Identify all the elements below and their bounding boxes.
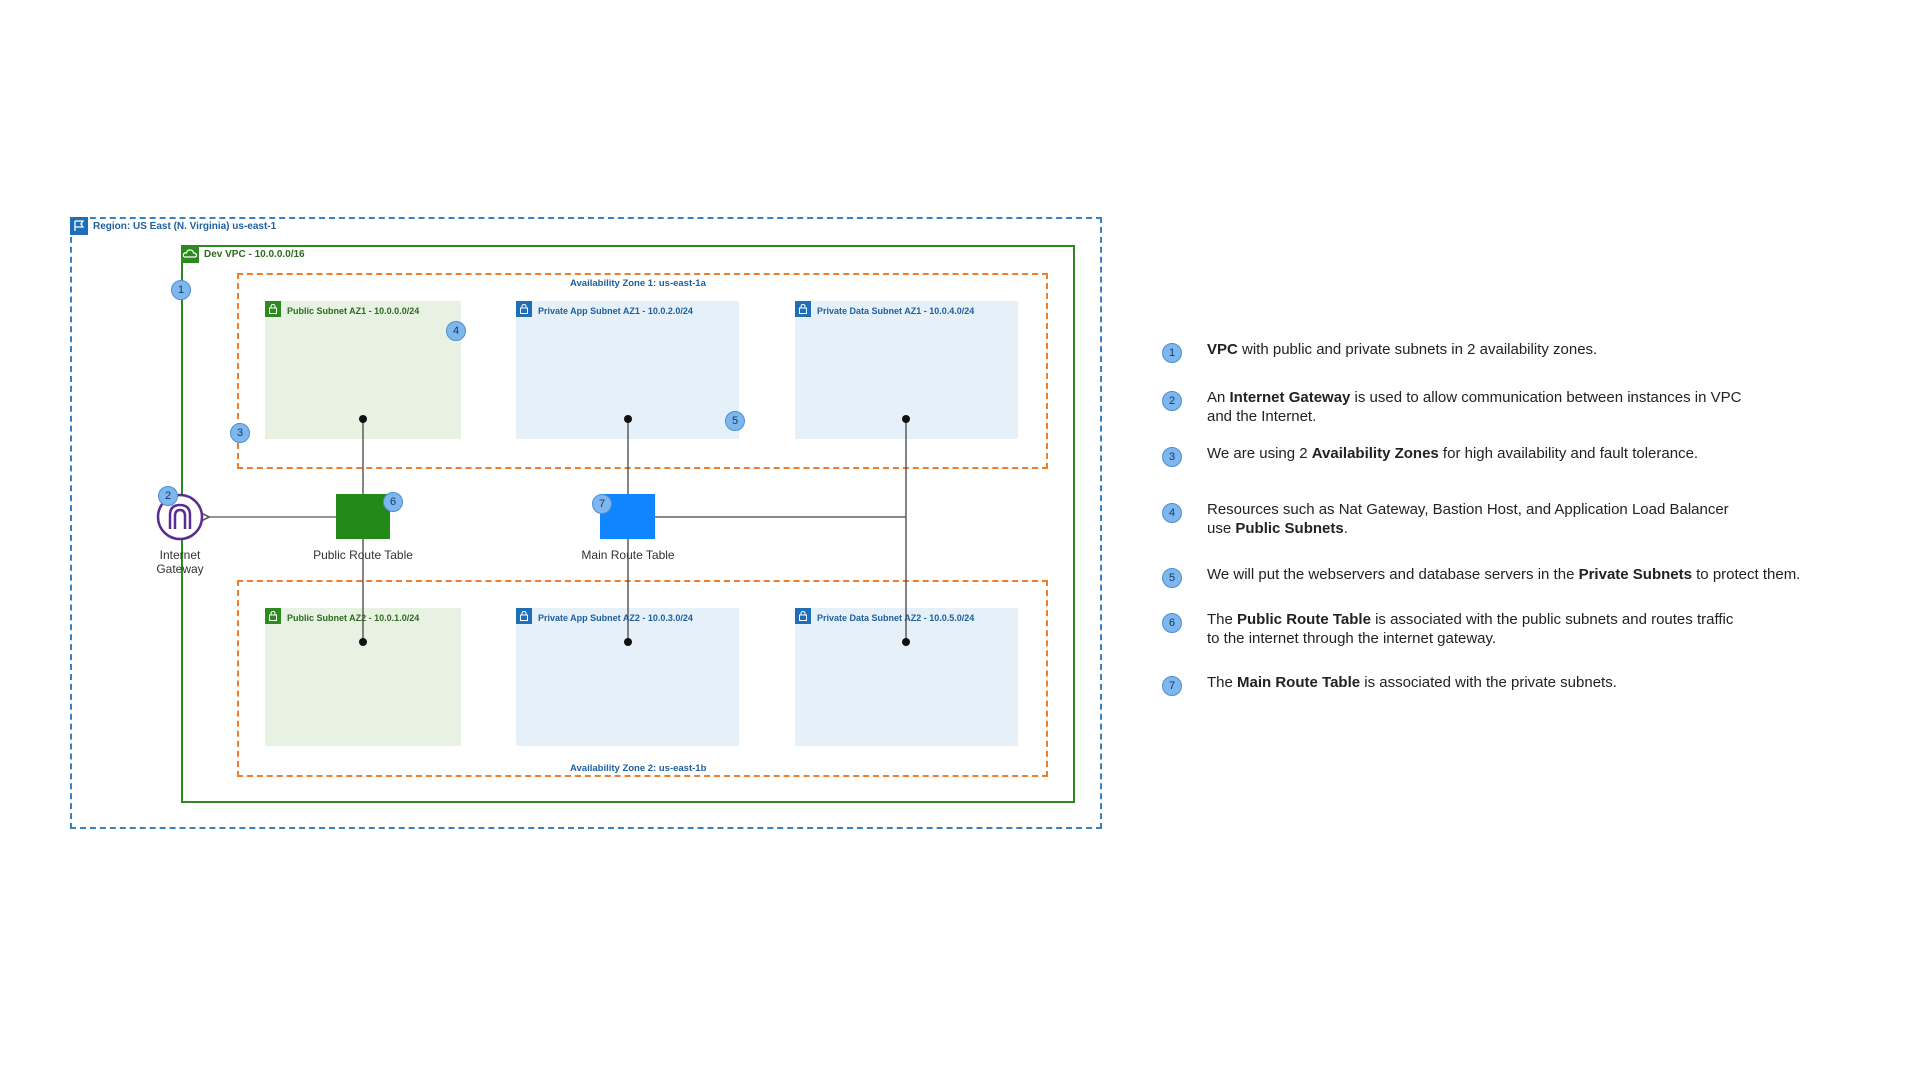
igw-label-line1: Internet: [159, 548, 201, 562]
marker-2: 2: [158, 486, 178, 506]
marker-5: 5: [725, 411, 745, 431]
igw-label-line2: Gateway: [156, 562, 204, 576]
legend-text-segment: is associated with the private subnets.: [1360, 674, 1617, 691]
legend-text-segment: We will put the webservers and database …: [1207, 566, 1579, 583]
legend-text-segment: The: [1207, 611, 1238, 628]
legend-marker: 3: [1162, 447, 1182, 467]
legend-text-segment: is associated with the public subnets an…: [1207, 611, 1734, 647]
vpc-cloud-icon: [181, 245, 199, 263]
lock-icon: [516, 301, 532, 317]
legend-text: VPC with public and private subnets in 2…: [1207, 340, 1747, 359]
internet-gateway-icon: [156, 493, 204, 541]
legend-bold-term: Internet Gateway: [1229, 389, 1351, 406]
legend-text: Resources such as Nat Gateway, Bastion H…: [1207, 500, 1747, 538]
legend-marker: 4: [1162, 503, 1182, 523]
subnet-label: Private Data Subnet AZ1 - 10.0.4.0/24: [817, 306, 975, 316]
subnet-label: Public Subnet AZ1 - 10.0.0.0/24: [287, 306, 420, 316]
region-flag-icon: [70, 217, 88, 235]
main-route-table-label: Main Route Table: [581, 548, 675, 562]
legend-marker: 2: [1162, 391, 1182, 411]
legend-text-segment: for high availability and fault toleranc…: [1438, 445, 1699, 462]
private-app-subnet-az1: Private App Subnet AZ1 - 10.0.2.0/24: [516, 301, 739, 439]
vpc-label: Dev VPC - 10.0.0.0/16: [204, 249, 305, 260]
legend-text-segment: to protect them.: [1691, 566, 1801, 583]
legend-marker: 7: [1162, 676, 1182, 696]
region-container: [70, 217, 1102, 829]
subnet-label: Private Data Subnet AZ2 - 10.0.5.0/24: [817, 613, 975, 623]
legend-text-segment: is used to allow communication between i…: [1207, 389, 1742, 425]
lock-icon: [795, 301, 811, 317]
internet-gateway-label: Internet Gateway: [140, 548, 220, 576]
marker-3: 3: [230, 423, 250, 443]
lock-icon: [516, 608, 532, 624]
az1-label: Availability Zone 1: us-east-1a: [570, 278, 706, 289]
legend-text-segment: We are using 2: [1207, 445, 1312, 462]
legend-bold-term: Availability Zones: [1311, 445, 1439, 462]
availability-zone-2: [237, 580, 1048, 777]
az2-label: Availability Zone 2: us-east-1b: [570, 763, 707, 774]
legend-text-segment: An: [1207, 389, 1230, 406]
legend-marker: 6: [1162, 613, 1182, 633]
lock-icon: [265, 301, 281, 317]
region-label: Region: US East (N. Virginia) us-east-1: [93, 221, 277, 232]
availability-zone-1: [237, 273, 1048, 469]
public-route-table-label: Public Route Table: [313, 548, 413, 562]
legend-bold-term: Public Subnets: [1235, 520, 1344, 537]
legend-marker: 5: [1162, 568, 1182, 588]
public-route-table: [336, 494, 390, 539]
legend-bold-term: Private Subnets: [1578, 566, 1692, 583]
legend-bold-term: VPC: [1207, 341, 1238, 358]
marker-7: 7: [592, 494, 612, 514]
subnet-label: Private App Subnet AZ2 - 10.0.3.0/24: [538, 613, 693, 623]
lock-icon: [265, 608, 281, 624]
legend-text-segment: Resources such as Nat Gateway, Bastion H…: [1207, 501, 1729, 537]
marker-1: 1: [171, 280, 191, 300]
subnet-label: Private App Subnet AZ1 - 10.0.2.0/24: [538, 306, 693, 316]
legend-marker: 1: [1162, 343, 1182, 363]
legend-bold-term: Public Route Table: [1237, 611, 1371, 628]
subnet-label: Public Subnet AZ2 - 10.0.1.0/24: [287, 613, 420, 623]
legend-text: The Main Route Table is associated with …: [1207, 673, 1747, 692]
legend-text: An Internet Gateway is used to allow com…: [1207, 388, 1747, 426]
lock-icon: [795, 608, 811, 624]
legend-text: We are using 2 Availability Zones for hi…: [1207, 444, 1747, 463]
legend-text-segment: .: [1343, 520, 1348, 537]
legend-text: We will put the webservers and database …: [1207, 565, 1907, 584]
marker-6: 6: [383, 492, 403, 512]
legend-text-segment: with public and private subnets in 2 ava…: [1237, 341, 1598, 358]
marker-4: 4: [446, 321, 466, 341]
legend-text-segment: The: [1207, 674, 1238, 691]
legend-text: The Public Route Table is associated wit…: [1207, 610, 1747, 648]
legend-bold-term: Main Route Table: [1237, 674, 1361, 691]
